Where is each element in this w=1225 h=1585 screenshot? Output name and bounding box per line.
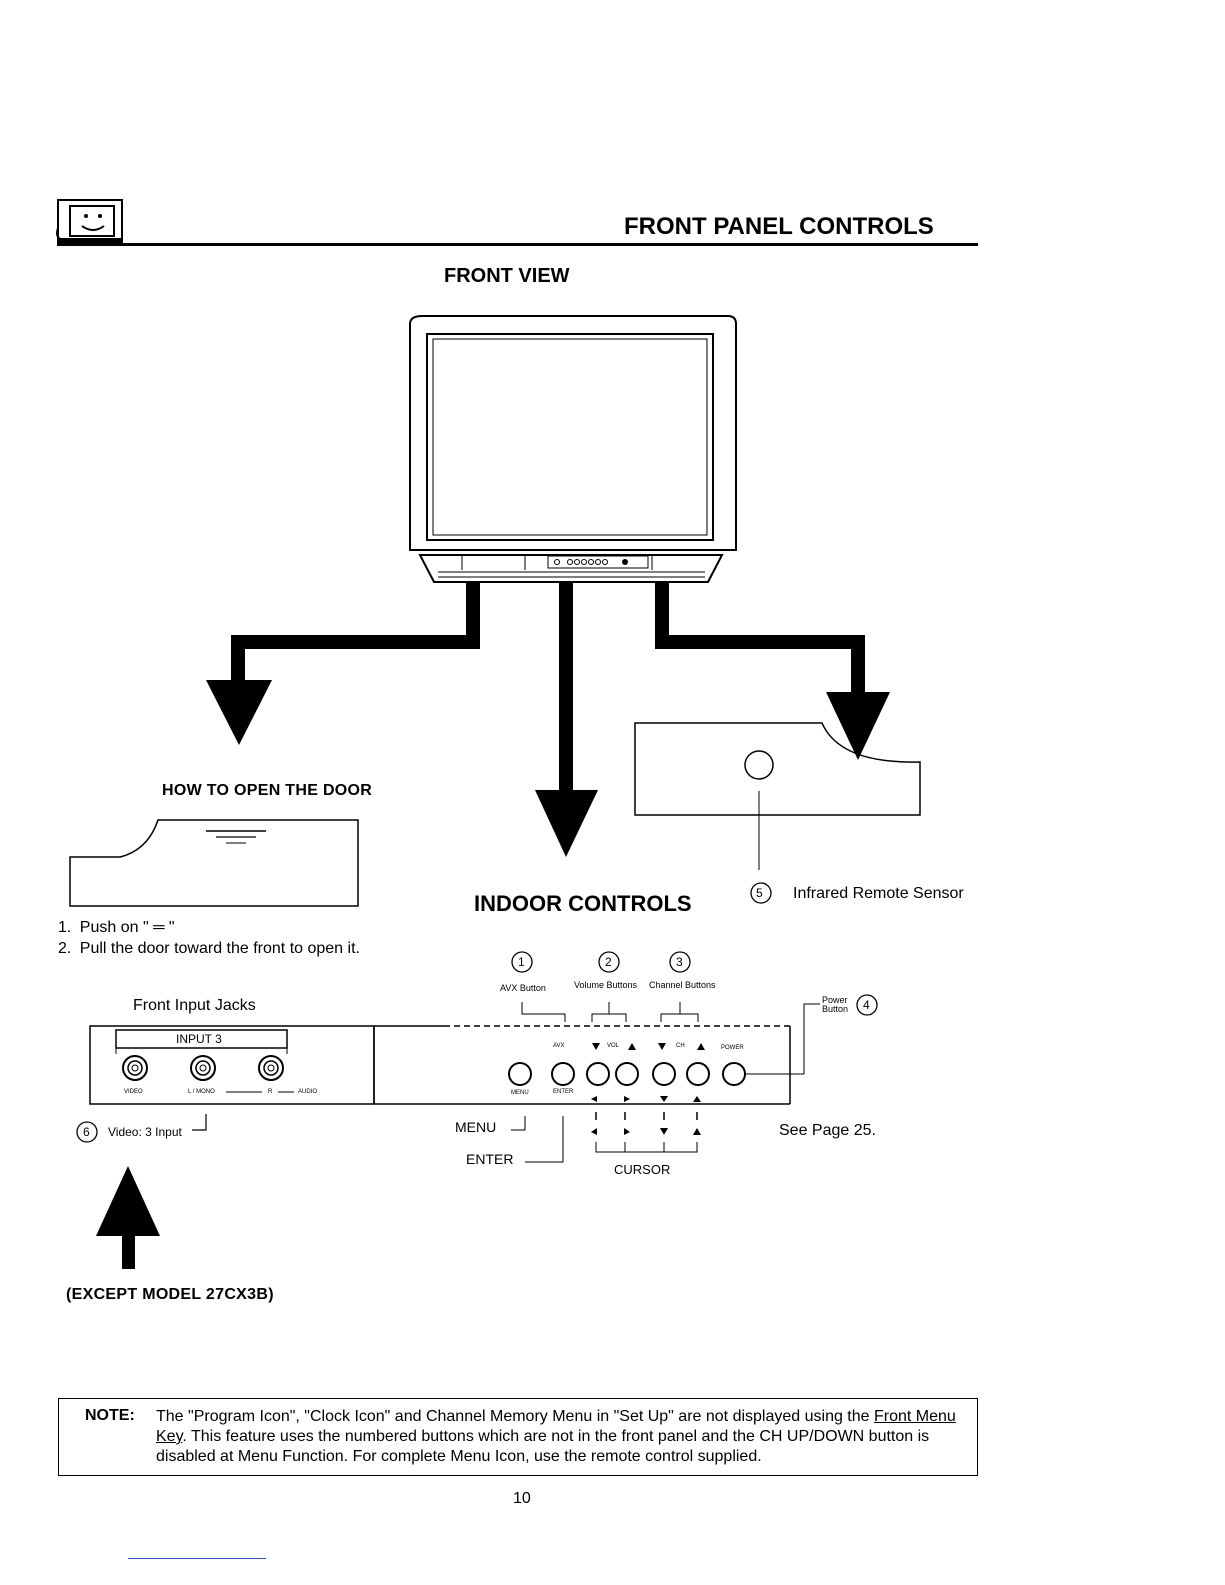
audio-left-jack-icon bbox=[190, 1055, 216, 1081]
arrow-up bbox=[96, 1166, 160, 1269]
tv-mascot-icon bbox=[56, 199, 123, 243]
callout-6-circle bbox=[76, 1121, 98, 1143]
power-label-line2: Button bbox=[822, 1004, 849, 1014]
video-3-input-label: Video: 3 Input bbox=[108, 1125, 182, 1139]
front-view-title: FRONT VIEW bbox=[444, 265, 570, 287]
channel-buttons-label: Channel Buttons bbox=[649, 980, 716, 990]
callout-4-number: 4 bbox=[863, 998, 870, 1012]
door-step-2: 2. Pull the door toward the front to ope… bbox=[58, 940, 360, 958]
except-model-note: (EXCEPT MODEL 27CX3B) bbox=[66, 1286, 274, 1303]
enter-panel-label: ENTER bbox=[553, 1089, 574, 1095]
r-jack-label: R bbox=[268, 1089, 273, 1095]
infrared-sensor-icon bbox=[744, 750, 774, 780]
page-number: 10 bbox=[513, 1490, 531, 1507]
avx-button-label: AVX Button bbox=[500, 983, 546, 993]
indoor-controls-title: INDOOR CONTROLS bbox=[474, 891, 692, 916]
callout-5-circle bbox=[750, 882, 772, 904]
note-box: NOTE: The "Program Icon", "Clock Icon" a… bbox=[58, 1398, 978, 1476]
power-button-label: Power Button bbox=[822, 996, 848, 1014]
callout-2-number: 2 bbox=[605, 955, 612, 969]
vol-down-button-icon bbox=[586, 1062, 610, 1086]
sensor-panel bbox=[634, 722, 921, 870]
ch-down-button-icon bbox=[652, 1062, 676, 1086]
callout-1-circle bbox=[511, 951, 533, 973]
audio-right-jack-icon bbox=[258, 1055, 284, 1081]
page-title: FRONT PANEL CONTROLS bbox=[624, 213, 934, 240]
avx-panel-label: AVX bbox=[553, 1043, 565, 1049]
video-jack-label: VIDEO bbox=[124, 1089, 143, 1095]
header-rule bbox=[57, 243, 978, 246]
door-title: HOW TO OPEN THE DOOR bbox=[162, 782, 373, 799]
menu-panel-label: MENU bbox=[511, 1090, 529, 1096]
cursor-label: CURSOR bbox=[614, 1162, 671, 1177]
power-panel-label: POWER bbox=[721, 1045, 744, 1051]
cursor-bracket bbox=[591, 1112, 701, 1153]
callout-1-number: 1 bbox=[518, 955, 525, 969]
top-triangles bbox=[592, 1043, 705, 1050]
bottom-triangles bbox=[591, 1096, 701, 1102]
front-menu-key-link: Front Menu Key bbox=[156, 1408, 956, 1445]
volume-buttons-label: Volume Buttons bbox=[574, 980, 638, 990]
step-text: Pull the door toward the front to open i… bbox=[79, 940, 360, 957]
arrow-right bbox=[655, 582, 890, 760]
ch-up-button-icon bbox=[686, 1062, 710, 1086]
front-jacks-title: Front Input Jacks bbox=[133, 997, 256, 1014]
vol-up-button-icon bbox=[615, 1062, 639, 1086]
front-jacks-panel bbox=[89, 1025, 375, 1131]
note-text-start: The "Program Icon", "Clock Icon" and Cha… bbox=[156, 1408, 874, 1425]
tv-front-illustration bbox=[409, 315, 737, 583]
callout-3-circle bbox=[669, 951, 691, 973]
callout-3-number: 3 bbox=[676, 955, 683, 969]
enter-label: ENTER bbox=[466, 1151, 514, 1167]
note-text-end: . This feature uses the numbered buttons… bbox=[156, 1428, 930, 1465]
avx-enter-button-icon bbox=[551, 1062, 575, 1086]
power-label-line1: Power bbox=[822, 995, 848, 1005]
footer-link-line bbox=[128, 1558, 266, 1559]
callout-6-number: 6 bbox=[83, 1125, 90, 1139]
arrow-center bbox=[535, 582, 598, 857]
door-illustration bbox=[69, 819, 359, 907]
callout-5-number: 5 bbox=[756, 886, 763, 900]
step-text: Push on " ═ " bbox=[79, 919, 175, 936]
sensor-label: Infrared Remote Sensor bbox=[793, 885, 964, 902]
step-number: 1. bbox=[58, 919, 72, 936]
ch-panel-label: CH bbox=[676, 1043, 685, 1049]
menu-button-icon bbox=[508, 1062, 532, 1086]
tv-screen bbox=[426, 333, 714, 541]
step-number: 2. bbox=[58, 940, 72, 957]
see-page-reference: See Page 25. bbox=[779, 1122, 876, 1139]
indoor-controls-panel bbox=[373, 1002, 820, 1163]
menu-label: MENU bbox=[455, 1119, 497, 1135]
video-jack-icon bbox=[122, 1055, 148, 1081]
arrow-left bbox=[206, 582, 480, 745]
audio-jack-label: AUDIO bbox=[298, 1089, 318, 1095]
callout-4-circle bbox=[856, 994, 878, 1016]
input-3-label: INPUT 3 bbox=[176, 1032, 222, 1046]
l-mono-jack-label: L / MONO bbox=[188, 1089, 215, 1095]
power-button-icon bbox=[722, 1062, 746, 1086]
door-step-1: 1. Push on " ═ " bbox=[58, 919, 175, 937]
callout-2-circle bbox=[598, 951, 620, 973]
vol-panel-label: VOL bbox=[607, 1043, 620, 1049]
note-label: NOTE: bbox=[85, 1407, 135, 1424]
note-text: The "Program Icon", "Clock Icon" and Cha… bbox=[156, 1407, 971, 1467]
